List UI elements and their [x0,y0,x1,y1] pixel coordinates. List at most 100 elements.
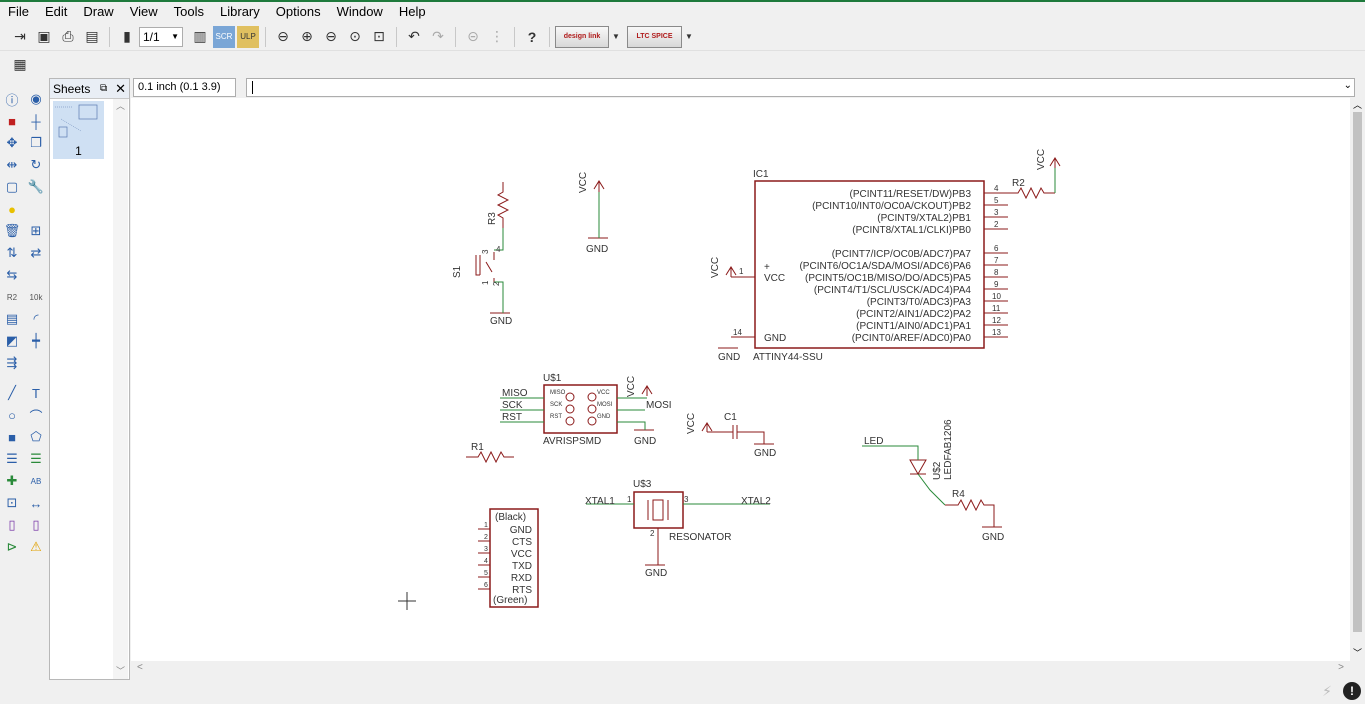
r1-resistor[interactable] [466,450,514,464]
scroll-left-icon[interactable]: < [137,662,143,673]
scroll-down-icon[interactable]: ﹀ [1352,648,1362,658]
help-icon[interactable]: ? [527,28,537,45]
scroll-right-icon[interactable]: > [1338,662,1344,673]
frame-icon[interactable]: ▯ [8,517,16,532]
menu-draw[interactable]: Draw [83,4,114,19]
design-link-button[interactable]: design link [555,25,609,48]
menu-options[interactable]: Options [275,4,321,19]
menu-edit[interactable]: Edit [44,4,68,19]
grid-icon[interactable]: ▦ [13,55,27,72]
move-icon[interactable]: ✥ [6,135,18,150]
mark-icon[interactable]: ┼ [31,113,41,129]
replace-icon[interactable]: ⇄ [30,245,42,260]
rect-icon[interactable]: ■ [8,429,16,445]
miter-icon[interactable]: ◜ [33,311,39,326]
show-icon[interactable]: ◉ [30,91,42,106]
wire-icon[interactable]: ╱ [8,385,16,400]
save-icon[interactable]: ▣ [37,28,51,44]
vertical-scrollbar[interactable]: ︿ ﹀ [1350,98,1365,661]
delete-icon[interactable]: 🗑 [3,223,21,238]
horizontal-scrollbar[interactable]: < > [131,661,1350,678]
erc-icon[interactable]: ⊳ [6,539,18,554]
stop-status-icon[interactable]: ⚡ [1322,683,1332,699]
float-icon[interactable]: ⧉ [99,83,108,94]
stop-icon[interactable]: ⊝ [467,28,479,44]
open-icon[interactable]: ⇥ [14,28,26,44]
zoom-select-icon[interactable]: ⊡ [373,28,385,44]
optimize-icon[interactable]: ◩ [5,333,19,348]
split-icon[interactable]: ▤ [5,311,19,326]
mirror-icon[interactable]: ⇹ [6,157,18,172]
switch-to-board-icon[interactable]: ▥ [193,28,207,44]
schematic-canvas[interactable]: R3 4 3 S1 1 2 GND GND GND GND GND GND GN… [131,98,1350,661]
alert-icon[interactable]: ! [1343,682,1361,700]
zoom-out-icon[interactable]: ⊖ [325,28,337,44]
r3-resistor[interactable] [496,182,510,228]
menu-file[interactable]: File [8,4,29,19]
menu-help[interactable]: Help [398,4,426,19]
u1-body[interactable] [543,384,618,434]
print-icon[interactable]: ⎙ [62,28,74,44]
led-symbol[interactable] [909,459,927,476]
display-icon[interactable]: ■ [8,113,16,129]
menu-window[interactable]: Window [336,4,383,19]
pinswap-icon[interactable]: ⇅ [6,245,18,260]
net-icon[interactable]: ☰ [30,451,42,466]
bus-icon[interactable]: ☰ [6,451,18,466]
schematic-drawing[interactable]: R3 4 3 S1 1 2 GND GND GND GND GND GND GN… [131,98,1350,661]
cam-processor-icon[interactable]: ▤ [85,28,99,44]
ulp-icon[interactable]: ULP [237,25,259,48]
text-icon[interactable]: T [32,385,40,401]
scroll-up-icon[interactable]: ︿ [115,101,125,111]
r4-resistor[interactable] [945,498,995,527]
command-line-input[interactable]: ⌄ [246,78,1355,97]
zoom-fit-icon[interactable]: ⊖ [277,28,289,44]
label-icon[interactable]: AB [30,476,42,486]
rotate-icon[interactable]: ↻ [30,157,42,172]
junction-icon[interactable]: ✚ [6,473,18,488]
scroll-thumb[interactable] [1353,112,1362,632]
invoke-icon[interactable]: ⇶ [6,355,18,370]
arc-icon[interactable]: ⌒ [29,408,43,424]
sheet-icon[interactable]: ▮ [123,28,131,44]
undo-icon[interactable]: ↶ [408,28,420,44]
attribute-icon[interactable]: ⊡ [6,495,18,510]
go-icon[interactable]: ⋮ [490,28,504,44]
r2-resistor[interactable] [1008,186,1055,200]
info-icon[interactable]: ⓘ [5,92,19,108]
redo-icon[interactable]: ↷ [432,28,444,44]
ltspice-button[interactable]: LTC SPICE [627,25,682,48]
u3-body[interactable] [633,491,684,529]
dimension-icon[interactable]: ↔ [29,495,43,511]
menu-library[interactable]: Library [220,4,260,19]
s1-switch[interactable] [475,252,495,282]
errors-icon[interactable]: ⚠ [30,539,42,554]
zoom-in-icon[interactable]: ⊕ [301,28,313,44]
polygon-icon[interactable]: ⬠ [30,429,42,444]
sheet-thumbnail[interactable]: 1 [53,101,104,159]
scroll-down-icon[interactable]: ﹀ [115,666,125,676]
add-icon[interactable]: ⊞ [30,223,42,238]
change-icon[interactable]: 🔧 [27,179,45,194]
scr-icon[interactable]: SCR [213,25,235,48]
paste-icon[interactable]: ● [8,201,16,217]
scroll-up-icon[interactable]: ︿ [1352,100,1362,110]
name-icon[interactable]: R2 [6,292,18,302]
menu-view[interactable]: View [129,4,158,19]
copy-icon[interactable]: ❐ [30,135,42,150]
sheet-select[interactable]: 1/1 ▼ [139,26,183,47]
ltspice-dropdown-icon[interactable]: ▼ [685,32,693,41]
redraw-icon[interactable]: ⊙ [349,28,361,44]
module-icon[interactable]: ▯ [32,517,40,532]
gateswap-icon[interactable]: ⇆ [6,267,18,282]
c1-capacitor[interactable] [707,425,765,444]
group-icon[interactable]: ▢ [5,179,19,194]
smash-icon[interactable]: ┿ [32,333,40,348]
close-icon[interactable]: ✕ [115,80,126,96]
chevron-down-icon[interactable]: ⌄ [1343,80,1352,91]
circle-icon[interactable]: ○ [8,407,16,423]
ftdi-header-body[interactable] [489,508,539,608]
value-icon[interactable]: 10k [29,292,43,302]
menu-tools[interactable]: Tools [173,4,205,19]
design-link-dropdown-icon[interactable]: ▼ [612,32,620,41]
